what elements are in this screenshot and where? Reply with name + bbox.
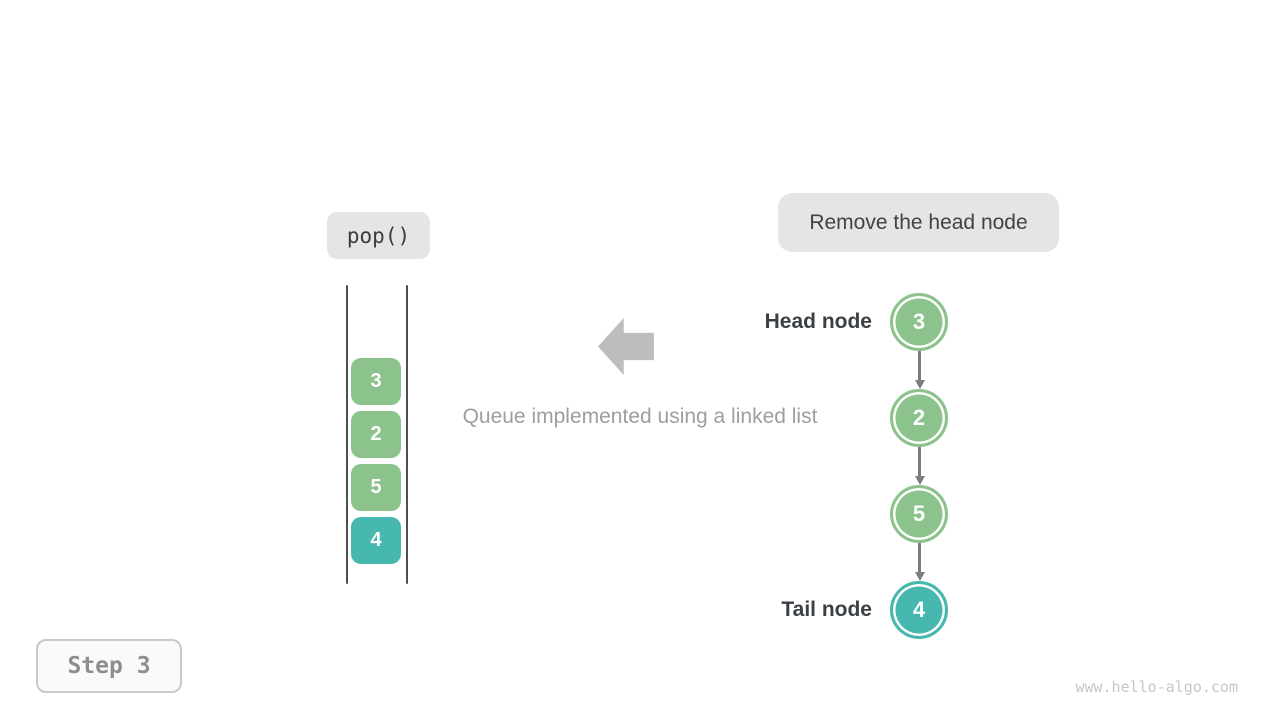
pop-operation-text: pop() (346, 223, 411, 248)
step-badge-text: Step 3 (67, 653, 151, 679)
linked-list-node: 5 (890, 485, 948, 543)
remove-head-annotation: Remove the head node (778, 193, 1059, 252)
remove-head-annotation-text: Remove the head node (809, 210, 1028, 234)
head-node-label: Head node (764, 310, 872, 333)
queue-item-value: 4 (370, 529, 382, 551)
queue-container-left-wall (346, 285, 348, 584)
queue-item-box: 2 (351, 411, 401, 458)
queue-container-right-wall (406, 285, 408, 584)
linked-list-node: 2 (890, 389, 948, 447)
queue-item-value: 2 (370, 423, 382, 445)
linked-list-node: 4 (890, 581, 948, 639)
queue-item-box: 3 (351, 358, 401, 405)
arrow-head (914, 380, 925, 389)
step-badge: Step 3 (36, 639, 182, 693)
node-link-arrow-icon (912, 351, 927, 389)
pop-operation-label: pop() (327, 212, 430, 259)
arrow-head (914, 572, 925, 581)
linked-list-node-value: 4 (912, 597, 926, 622)
arrow-head (914, 476, 925, 485)
node-link-arrow-icon (912, 447, 927, 485)
tail-node-label: Tail node (781, 598, 872, 621)
queue-item-box: 4 (351, 517, 401, 564)
queue-item-value: 5 (370, 476, 382, 498)
linked-list-node-value: 2 (912, 405, 926, 430)
queue-item-box: 5 (351, 464, 401, 511)
arrow-shaft (918, 447, 921, 476)
left-block-arrow-icon (598, 318, 654, 375)
linked-list-node: 3 (890, 293, 948, 351)
arrow-shaft (918, 543, 921, 572)
node-link-arrow-icon (912, 543, 927, 581)
linked-list-node-value: 3 (912, 309, 926, 334)
linked-list-node-value: 5 (912, 501, 926, 526)
watermark-url: www.hello-algo.com (1075, 678, 1238, 696)
arrow-shaft (918, 351, 921, 380)
diagram-caption: Queue implemented using a linked list (462, 405, 818, 428)
queue-item-value: 3 (370, 370, 382, 392)
